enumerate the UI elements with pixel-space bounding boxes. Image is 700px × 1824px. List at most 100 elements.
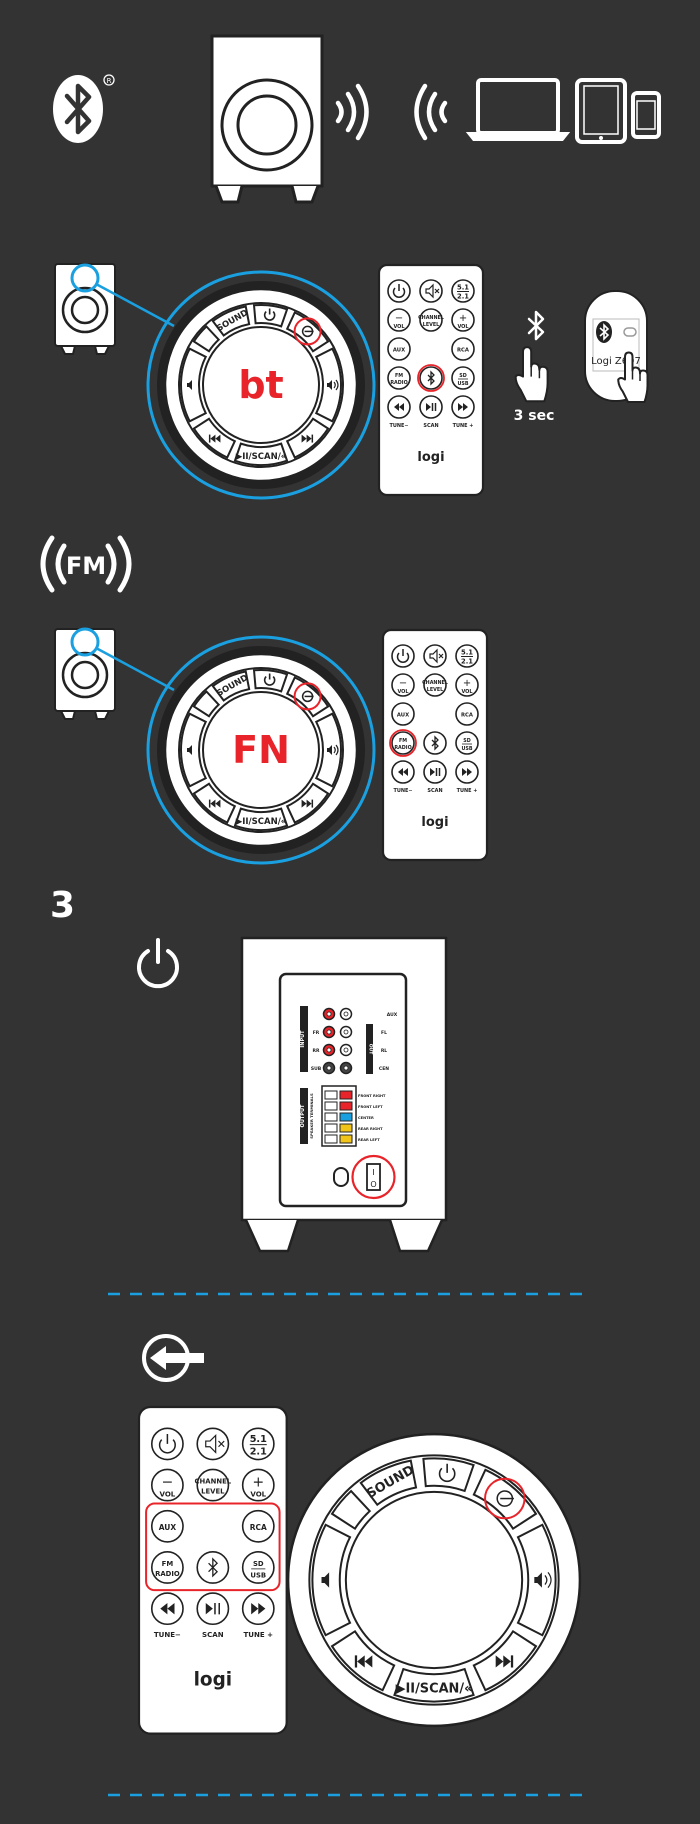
remote-button[interactable]	[196, 1427, 230, 1461]
pod-button-segment[interactable]	[233, 807, 289, 831]
fm-badge-label: FM	[66, 552, 106, 580]
fm-button-highlight	[389, 729, 417, 757]
power-switch-highlight	[351, 1154, 396, 1200]
remote-button[interactable]	[451, 337, 475, 361]
bluetooth-small-icon	[527, 310, 545, 341]
pod-button-segment[interactable]	[180, 347, 208, 423]
fm-button-label-line2: RADIO	[394, 745, 411, 751]
remote-button[interactable]	[423, 644, 447, 668]
remote-button[interactable]	[387, 337, 411, 361]
pod-button-segment[interactable]	[211, 305, 251, 337]
volume-up-icon	[534, 1572, 542, 1588]
pod-button-segment[interactable]	[192, 690, 221, 718]
volume-up-waves-icon	[333, 744, 339, 756]
pod-display	[202, 691, 320, 809]
remote-button[interactable]	[455, 673, 479, 697]
remote-button[interactable]	[150, 1551, 184, 1584]
power-icon	[158, 1433, 176, 1454]
next-track-bar-icon	[510, 1655, 514, 1668]
volume-down-icon	[187, 380, 192, 390]
remote-button[interactable]	[387, 366, 411, 390]
pod-button-segment[interactable]	[422, 1457, 475, 1493]
output-group-bar	[300, 1088, 308, 1144]
pod-button-segment[interactable]	[192, 325, 221, 353]
remote-button[interactable]	[455, 731, 479, 755]
previous-track-icon	[357, 1655, 373, 1668]
pod-display	[344, 1490, 524, 1670]
rca-jack-pin	[326, 1065, 332, 1071]
tune-up-label: TUNE +	[457, 788, 478, 794]
input-button-highlight	[293, 682, 322, 711]
tune-down-icon	[160, 1602, 175, 1615]
remote-button[interactable]	[196, 1468, 230, 1502]
mode-display-readout: bt	[238, 363, 283, 407]
stereo-mode-label: 2.1	[457, 293, 469, 301]
pod-button-segment[interactable]	[180, 712, 208, 788]
remote-button[interactable]	[391, 673, 415, 697]
pod-button-segment[interactable]	[330, 1489, 372, 1531]
remote-button[interactable]	[451, 366, 475, 390]
power-cord-socket	[333, 1167, 349, 1187]
play-scan-button-label: ▶II/SCAN/«	[236, 452, 287, 462]
rca-jack-pin	[326, 1047, 332, 1053]
jack-label: AUX	[387, 1012, 398, 1018]
fm-radio-icon: FM	[40, 535, 132, 593]
jack-label: CEN	[379, 1066, 389, 1072]
tune-up-icon	[251, 1602, 266, 1615]
volume-minus-sign: −	[395, 313, 403, 324]
next-track-bar-icon	[311, 434, 314, 443]
pod-button-segment[interactable]	[359, 1459, 418, 1507]
hand-finger-lines-icon	[530, 366, 541, 379]
previous-track-bar-icon	[208, 799, 211, 808]
power-switch[interactable]	[366, 1163, 381, 1191]
remote-button[interactable]	[391, 702, 415, 726]
remote-button[interactable]	[455, 702, 479, 726]
power-icon	[392, 284, 406, 299]
remote-button[interactable]	[150, 1509, 184, 1543]
terminal-label: FRONT LEFT	[358, 1105, 383, 1109]
remote-button[interactable]	[419, 279, 443, 303]
speaker-terminals-label: SPEAKER TERMINALS	[309, 1093, 314, 1139]
pod-button-segment[interactable]	[393, 1667, 475, 1703]
brand-logo: logi	[194, 1669, 233, 1690]
remote-button[interactable]	[150, 1468, 184, 1502]
tune-down-label: TUNE−	[154, 1630, 181, 1639]
volume-down-label: VOL	[393, 324, 405, 330]
step-number: 3	[50, 885, 76, 926]
aux-button-label: AUX	[397, 713, 409, 719]
remote-button[interactable]	[241, 1427, 275, 1461]
remote-button[interactable]	[451, 308, 475, 332]
control-pod-location-marker	[70, 627, 100, 657]
speaker-thumbnail	[53, 262, 117, 356]
tune-up-label: TUNE +	[244, 1630, 274, 1639]
channel-level-label: CHANNEL	[195, 1478, 232, 1486]
rca-button-label: RCA	[457, 348, 470, 354]
volume-plus-sign: +	[463, 678, 471, 689]
mute-icon	[205, 1433, 225, 1454]
pod-button-segment[interactable]	[211, 670, 251, 702]
remote-button[interactable]	[391, 731, 415, 755]
pod-button-segment[interactable]	[252, 304, 289, 328]
jack-label: FR	[313, 1030, 320, 1036]
terminal-block	[321, 1085, 357, 1147]
pod-button-segment[interactable]	[252, 669, 289, 693]
pod-button-segment[interactable]	[233, 442, 289, 466]
remote-button[interactable]	[241, 1509, 275, 1543]
remote-button[interactable]	[423, 673, 447, 697]
volume-up-icon	[327, 745, 332, 755]
aux-button-label: AUX	[393, 348, 405, 354]
remote-button[interactable]	[387, 308, 411, 332]
remote-button[interactable]	[241, 1551, 275, 1584]
tune-down-icon	[398, 768, 408, 776]
jack-label: SUB	[311, 1066, 322, 1072]
terminal-clip-negative	[324, 1101, 338, 1111]
stereo-mode-label: 2.1	[461, 658, 473, 666]
pod-button-segment[interactable]	[311, 1523, 352, 1637]
fm-button-label-line2: RADIO	[155, 1570, 180, 1578]
next-track-icon	[495, 1655, 511, 1668]
surround-mode-label: 5.1	[461, 649, 473, 657]
remote-button[interactable]	[241, 1468, 275, 1502]
remote-button[interactable]	[419, 308, 443, 332]
